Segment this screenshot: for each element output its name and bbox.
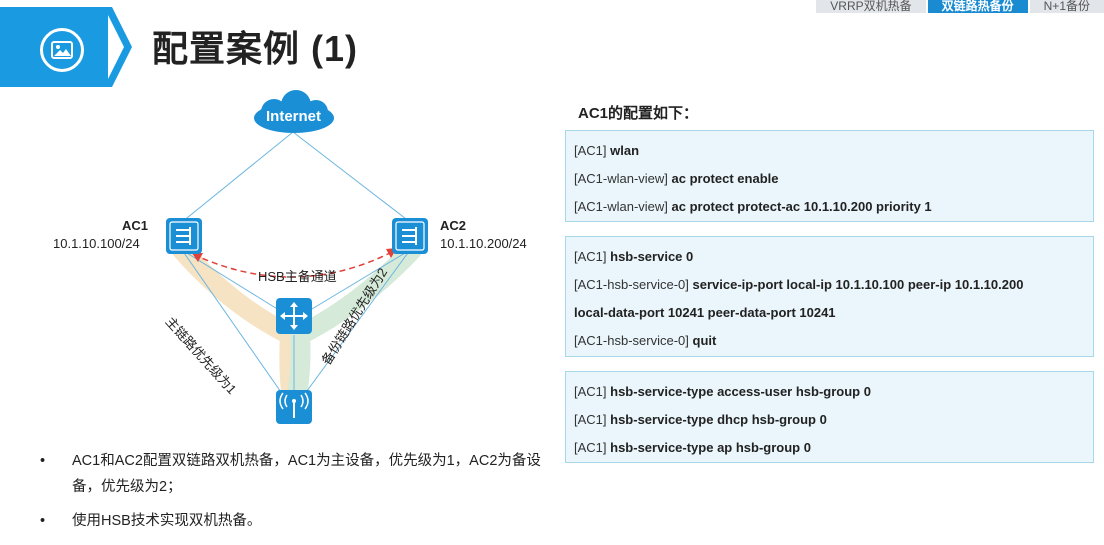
link-ac2-switch: [301, 249, 411, 316]
config-line: [AC1] hsb-service-type dhcp hsb-group 0: [574, 412, 827, 427]
nav-tab-dual-link[interactable]: 双链路热备份: [927, 0, 1028, 13]
ac2-name: AC2: [440, 218, 467, 233]
link-ac2-ap: [303, 249, 411, 396]
config-line: local-data-port 10241 peer-data-port 102…: [574, 305, 836, 320]
config-line: [AC1-wlan-view] ac protect enable: [574, 171, 779, 186]
page-title: 配置案例 (1): [152, 28, 359, 69]
link-internet-ac2: [292, 131, 411, 223]
hsb-channel-label: HSB主备通道: [258, 269, 337, 284]
nav-tab-vrrp[interactable]: VRRP双机热备: [816, 0, 926, 13]
config-line: [AC1] hsb-service 0: [574, 249, 694, 264]
switch-device-icon: [276, 298, 312, 334]
bullet-item: AC1和AC2配置双链路双机热备，AC1为主设备，优先级为1，AC2为备设备，优…: [40, 448, 560, 500]
ac2-ip: 10.1.10.200/24: [440, 236, 527, 251]
topology-graphic: [166, 90, 428, 424]
image-icon: [40, 28, 84, 72]
config-line: [AC1] wlan: [574, 143, 640, 158]
config-line: [AC1-wlan-view] ac protect protect-ac 10…: [574, 199, 932, 214]
config-line: [AC1] hsb-service-type ap hsb-group 0: [574, 440, 811, 455]
config-block-hsb-service: [AC1] hsb-service 0 [AC1-hsb-service-0] …: [565, 236, 1094, 357]
link-internet-ac1: [181, 131, 294, 223]
ac1-ip: 10.1.10.100/24: [53, 236, 140, 251]
ac1-device-icon: [166, 218, 202, 254]
section-nav: VRRP双机热备 双链路热备份 N+1备份: [814, 0, 1104, 13]
internet-cloud-icon: [254, 90, 334, 133]
config-title: AC1的配置如下：: [578, 105, 699, 122]
nav-tab-n-plus-1[interactable]: N+1备份: [1029, 0, 1104, 13]
config-line: [AC1-hsb-service-0] quit: [574, 333, 717, 348]
link-ac1-ap: [181, 249, 284, 396]
bullet-item: 使用HSB技术实现双机热备。: [40, 508, 560, 534]
config-block-hsb-service-type: [AC1] hsb-service-type access-user hsb-g…: [565, 371, 1094, 463]
access-point-icon: [276, 390, 312, 424]
config-line: [AC1-hsb-service-0] service-ip-port loca…: [574, 277, 1024, 292]
header-chevron: [104, 7, 132, 87]
link-ac1-switch: [181, 249, 288, 316]
internet-label: Internet: [266, 108, 322, 125]
config-line: [AC1] hsb-service-type access-user hsb-g…: [574, 384, 871, 399]
config-block-wlan: [AC1] wlan [AC1-wlan-view] ac protect en…: [565, 130, 1094, 222]
ac2-device-icon: [392, 218, 428, 254]
ac1-name: AC1: [122, 218, 149, 233]
bullet-list: AC1和AC2配置双链路双机热备，AC1为主设备，优先级为1，AC2为备设备，优…: [40, 448, 560, 542]
network-diagram: Internet AC1 10.1.10.100/24 AC2 10.1.10.…: [0, 90, 560, 440]
hsb-channel-arrow: [196, 251, 393, 278]
